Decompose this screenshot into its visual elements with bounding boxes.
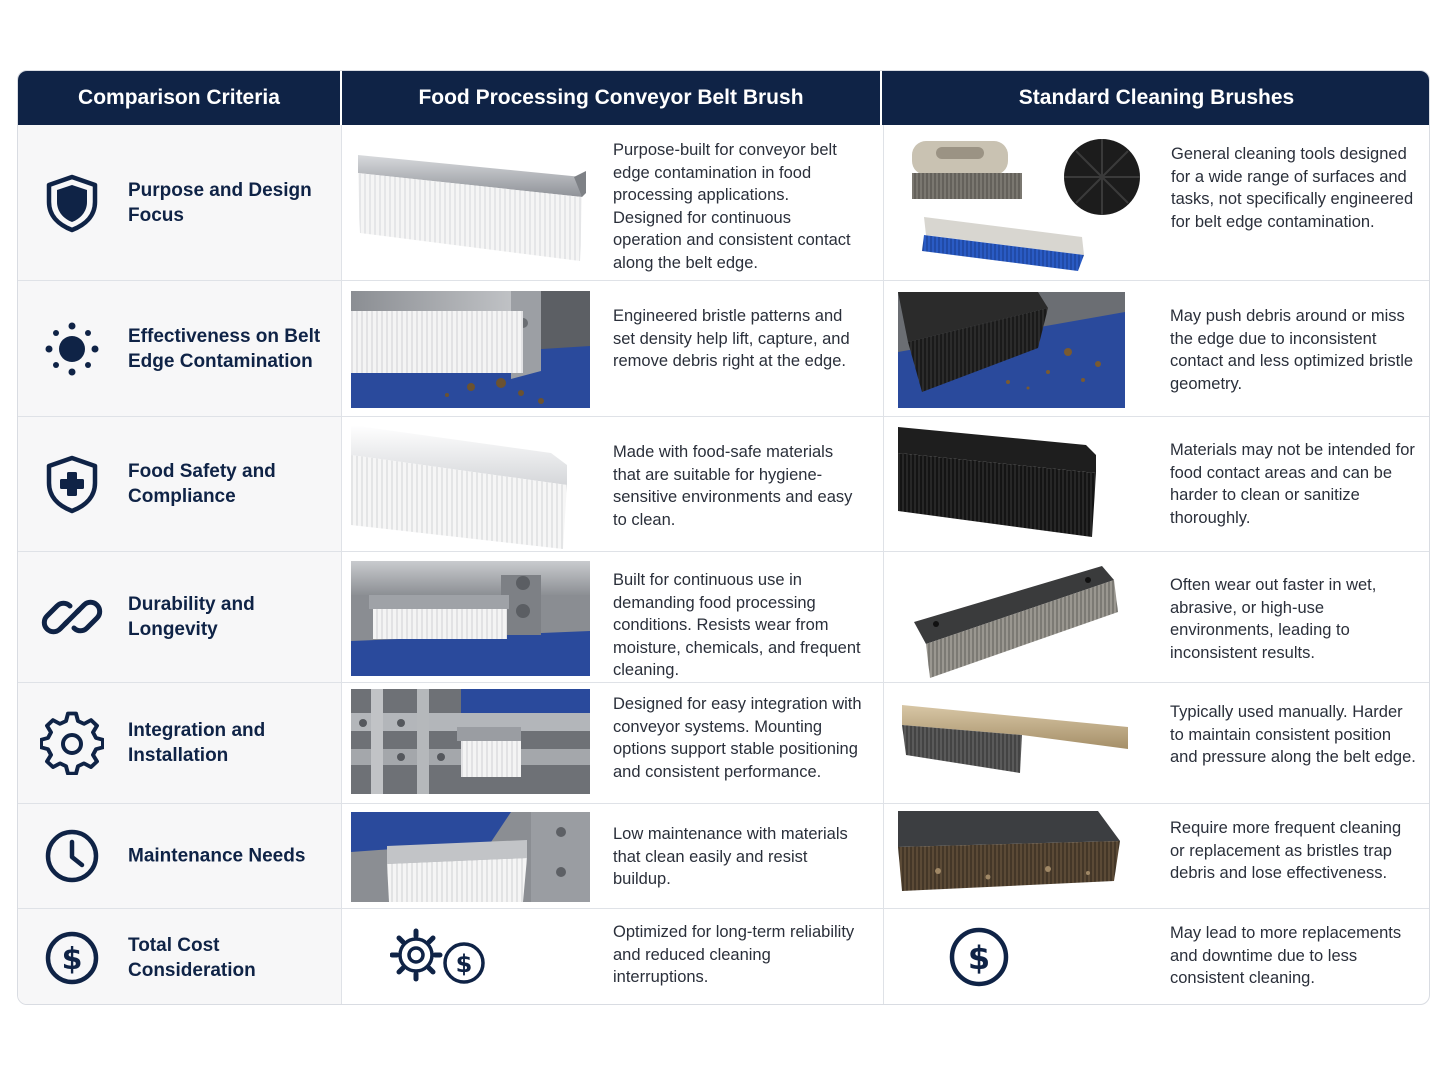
standard-description: Materials may not be intended for food c… <box>1170 441 1415 527</box>
table-header: Comparison Criteria Food Processing Conv… <box>18 71 1429 125</box>
criteria-cell: $ Total Cost Consideration <box>18 909 341 1004</box>
chain-link-icon <box>41 599 103 635</box>
standard-description: Require more frequent cleaning or replac… <box>1170 819 1402 882</box>
standard-brush-debris-image <box>898 292 1125 408</box>
food-description: Designed for easy integration with conve… <box>613 695 862 781</box>
food-description: Built for continuous use in demanding fo… <box>613 571 861 679</box>
standard-description: Often wear out faster in wet, abrasive, … <box>1170 576 1377 662</box>
worn-standard-brush-image <box>914 566 1118 678</box>
food-description: Low maintenance with materials that clea… <box>613 825 848 888</box>
standard-description: May push debris around or miss the edge … <box>1170 307 1414 393</box>
standard-description: Typically used manually. Harder to maint… <box>1170 703 1416 766</box>
criteria-label: Effectiveness on Belt Edge Contamination <box>128 325 321 372</box>
gear-dollar-icon: $ <box>390 928 485 984</box>
criteria-cell: Integration and Installation <box>18 683 341 803</box>
criteria-cell: Durability and Longevity <box>18 552 341 682</box>
manual-handle-brush-image <box>902 705 1128 773</box>
table-row: Effectiveness on Belt Edge Contamination… <box>18 280 1429 416</box>
dollar-icon: $ <box>949 927 1009 987</box>
food-description: Engineered bristle patterns and set dens… <box>613 307 850 370</box>
criteria-cell: Effectiveness on Belt Edge Contamination <box>18 281 341 416</box>
food-safe-brush-image <box>351 425 567 549</box>
header-food-processing-brush: Food Processing Conveyor Belt Brush <box>418 86 804 109</box>
header-standard-brushes: Standard Cleaning Brushes <box>1018 86 1295 109</box>
criteria-cell: Purpose and Design Focus <box>18 125 341 280</box>
standard-description: General cleaning tools designed for a wi… <box>1171 145 1414 231</box>
svg-text:$: $ <box>62 942 83 977</box>
table-row: Purpose and Design Focus Purpose-built f… <box>18 125 1429 280</box>
food-description: Made with food-safe materials that are s… <box>613 443 853 529</box>
criteria-cell: Food Safety and Compliance <box>18 417 341 551</box>
low-maintenance-brush-image <box>351 812 590 902</box>
table-row: Maintenance Needs Low maintenance with m… <box>18 803 1429 908</box>
shield-plus-icon <box>46 455 98 514</box>
standard-brushes-image <box>912 139 1140 271</box>
conveyor-brush-image <box>358 155 586 261</box>
table-row: Food Safety and Compliance Made with foo… <box>18 416 1429 551</box>
criteria-label: Food Safety and Compliance <box>128 461 276 507</box>
standard-description: May lead to more replacements and downti… <box>1170 924 1402 987</box>
food-description: Optimized for long-term reliability and … <box>613 923 855 986</box>
gear-icon <box>40 711 104 775</box>
shield-icon <box>46 174 98 232</box>
food-description: Purpose-built for conveyor belt edge con… <box>613 141 851 272</box>
criteria-label: Purpose and Design Focus <box>128 179 312 226</box>
conveyor-brush-debris-image <box>351 291 590 408</box>
svg-text:$: $ <box>456 950 473 978</box>
criteria-label: Total Cost Consideration <box>128 934 256 981</box>
criteria-label: Integration and Installation <box>128 720 266 766</box>
table-row: $ Total Cost Consideration $ Optimized f… <box>18 908 1429 1004</box>
clock-icon <box>45 829 99 883</box>
standard-black-brush-image <box>898 427 1096 537</box>
criteria-cell: Maintenance Needs <box>18 804 341 908</box>
svg-text:$: $ <box>968 939 990 977</box>
criteria-label: Durability and Longevity <box>128 594 255 640</box>
table-row: Durability and Longevity Built for conti… <box>18 551 1429 682</box>
durable-conveyor-brush-image <box>351 561 590 676</box>
header-comparison-criteria: Comparison Criteria <box>78 86 280 109</box>
table-row: Integration and Installation Designed fo… <box>18 682 1429 803</box>
comparison-table: Comparison Criteria Food Processing Conv… <box>17 70 1430 1005</box>
mounted-conveyor-brush-image <box>351 689 590 794</box>
criteria-label: Maintenance Needs <box>128 845 306 867</box>
contamination-icon <box>45 322 99 375</box>
dollar-icon: $ <box>45 931 99 984</box>
clogged-standard-brush-image <box>898 811 1120 891</box>
